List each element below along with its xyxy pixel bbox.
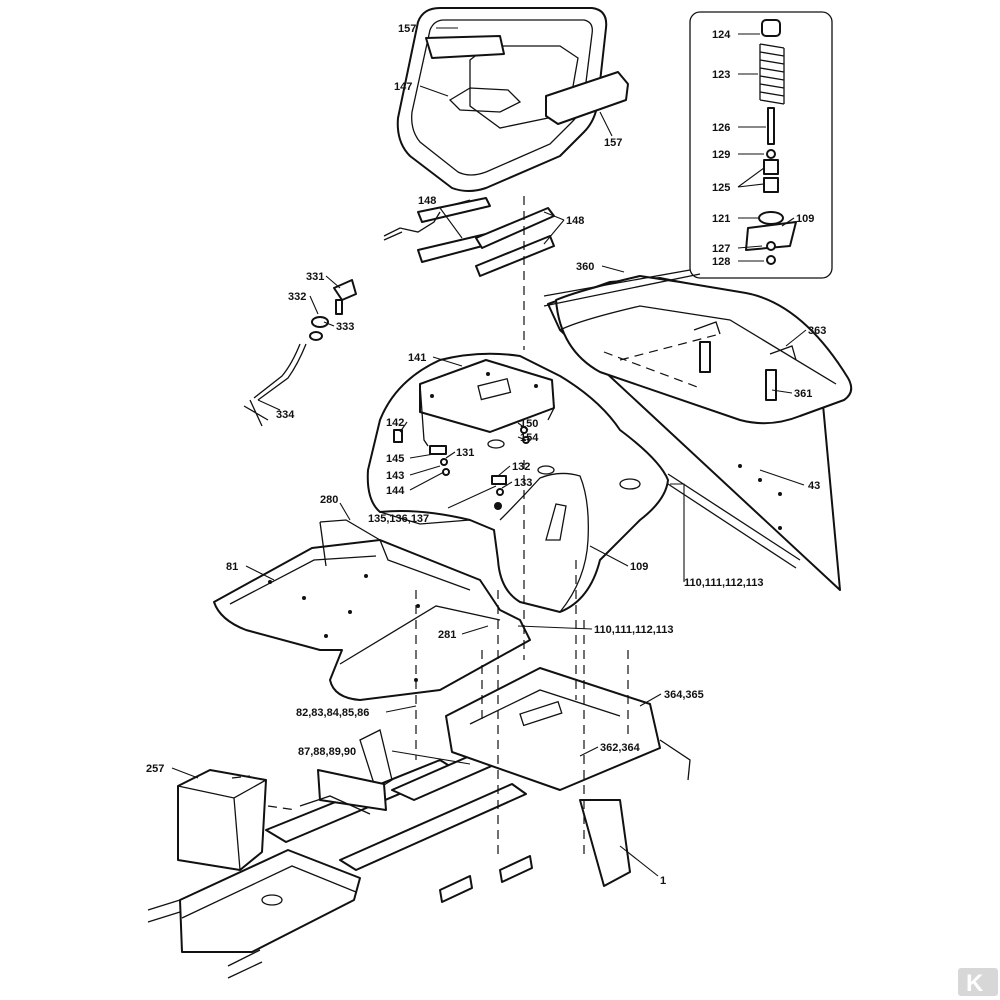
callout-334: 334 — [276, 409, 295, 421]
callout-129: 129 — [712, 149, 730, 161]
callout-281: 281 — [438, 629, 456, 641]
callout-332: 332 — [288, 291, 306, 303]
callout-145: 145 — [386, 453, 404, 465]
callout-126: 126 — [712, 122, 730, 134]
callout-124: 124 — [712, 29, 731, 41]
callout-150: 150 — [520, 418, 538, 430]
spring-assembly-inset — [689, 11, 833, 279]
callout-142: 142 — [386, 417, 404, 429]
callout-157: 157 — [398, 23, 416, 35]
callout-109: 109 — [630, 561, 648, 573]
callout-81: 81 — [226, 561, 238, 573]
seat-slides-part — [383, 197, 555, 277]
callout-364-365: 364,365 — [664, 689, 704, 701]
callout-labels: 157 147 157 124 123 126 129 125 121 109 … — [146, 23, 826, 887]
seat-bracket-part — [419, 359, 555, 447]
callout-128: 128 — [712, 256, 730, 268]
callout-82-83-84-85-86: 82,83,84,85,86 — [296, 707, 369, 719]
callout-144: 144 — [386, 485, 405, 497]
callout-148: 148 — [566, 215, 584, 227]
callout-110-111-112-113: 110,111,112,113 — [684, 577, 764, 589]
callout-147: 147 — [394, 81, 412, 93]
callout-257: 257 — [146, 763, 164, 775]
rear-fender-part — [547, 275, 853, 591]
seat-part — [396, 7, 629, 192]
callout-333: 333 — [336, 321, 354, 333]
callout-363: 363 — [808, 325, 826, 337]
watermark-logo: K — [958, 968, 998, 997]
callout-87-88-89-90: 87,88,89,90 — [298, 746, 356, 758]
assembly-lines — [231, 196, 721, 860]
leader-lines — [171, 27, 807, 877]
callout-143: 143 — [386, 470, 404, 482]
callout-154: 154 — [520, 432, 539, 444]
callout-133: 133 — [514, 477, 532, 489]
callout-141: 141 — [408, 352, 426, 364]
hardware-part — [393, 426, 530, 510]
callout-43: 43 — [808, 480, 820, 492]
callout-132: 132 — [512, 461, 530, 473]
callout-360: 360 — [576, 261, 594, 273]
battery-part — [177, 769, 267, 871]
callout-123: 123 — [712, 69, 730, 81]
callout-127: 127 — [712, 243, 730, 255]
callout-157: 157 — [604, 137, 622, 149]
callout-331: 331 — [306, 271, 324, 283]
callout-361: 361 — [794, 388, 812, 400]
choke-cable-part — [243, 279, 357, 427]
callout-125: 125 — [712, 182, 730, 194]
callout-362-364: 362,364 — [600, 742, 641, 754]
callout-109: 109 — [796, 213, 814, 225]
battery-bracket-part — [299, 769, 387, 815]
callout-148: 148 — [418, 195, 436, 207]
callout-1: 1 — [660, 875, 666, 887]
callout-110-111-112-113: 110,111,112,113 — [594, 624, 674, 636]
callout-280: 280 — [320, 494, 338, 506]
footrest-plate-part — [213, 519, 531, 701]
callout-135-136-137: 135,136,137 — [368, 513, 429, 525]
callout-131: 131 — [456, 447, 474, 459]
watermark-text: K — [966, 970, 984, 997]
callout-121: 121 — [712, 213, 730, 225]
